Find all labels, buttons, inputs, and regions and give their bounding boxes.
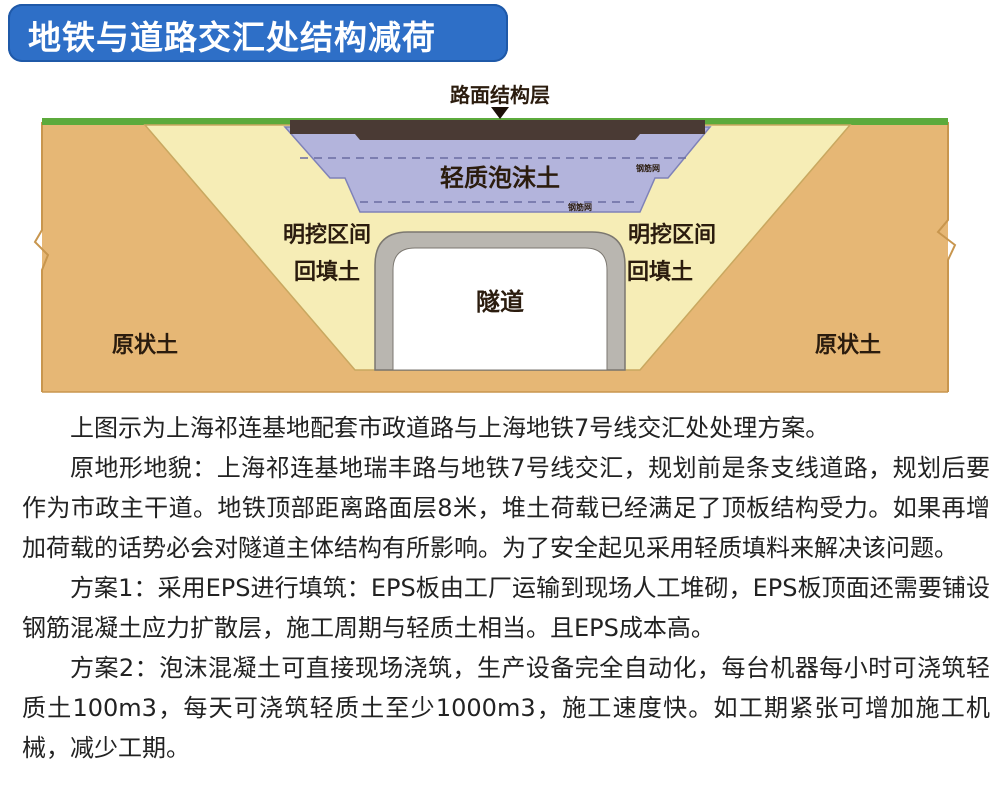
label-pavement: 路面结构层: [450, 83, 550, 107]
label-foam: 轻质泡沫土: [440, 163, 560, 192]
label-backfill-left: 回填土: [294, 259, 360, 285]
label-mesh-top: 钢筋网: [636, 163, 660, 173]
section-break-right: [936, 122, 957, 392]
page-title: 地铁与道路交汇处结构减荷: [28, 18, 436, 57]
label-native-left: 原状土: [112, 332, 178, 358]
label-mesh-bottom: 钢筋网: [568, 202, 592, 212]
label-native-right: 原状土: [815, 332, 881, 358]
title-bar: 地铁与道路交汇处结构减荷: [8, 4, 508, 62]
foam-concrete-layer: [283, 126, 712, 213]
paragraph-intro: 上图示为上海祁连基地配套市政道路与上海地铁7号线交汇处处理方案。: [70, 414, 830, 442]
label-excavation-right: 明挖区间: [628, 222, 716, 248]
paragraph-terrain: 原地形地貌：上海祁连基地瑞丰路与地铁7号线交汇，规划前是条支线道路，规划后要作为…: [22, 454, 990, 562]
label-backfill-right: 回填土: [627, 259, 693, 285]
pavement-arrow: [491, 107, 509, 119]
label-tunnel: 隧道: [476, 287, 524, 316]
pavement-layer: [290, 120, 705, 140]
paragraph-plan-1: 方案1：采用EPS进行填筑：EPS板由工厂运输到现场人工堆砌，EPS板顶面还需要…: [22, 574, 990, 642]
section-break-left: [33, 122, 50, 392]
paragraph-plan-2: 方案2：泡沫混凝土可直接现场浇筑，生产设备完全自动化，每台机器每小时可浇筑轻质土…: [22, 654, 990, 762]
tunnel-interior: [392, 247, 608, 371]
cross-section-diagram: 路面结构层 轻质泡沫土 钢筋网 钢筋网 明挖区间 回填土 明挖区间 回填土 隧道…: [33, 83, 957, 393]
label-excavation-left: 明挖区间: [283, 222, 371, 248]
description-text: 上图示为上海祁连基地配套市政道路与上海地铁7号线交汇处处理方案。 原地形地貌：上…: [22, 408, 990, 768]
